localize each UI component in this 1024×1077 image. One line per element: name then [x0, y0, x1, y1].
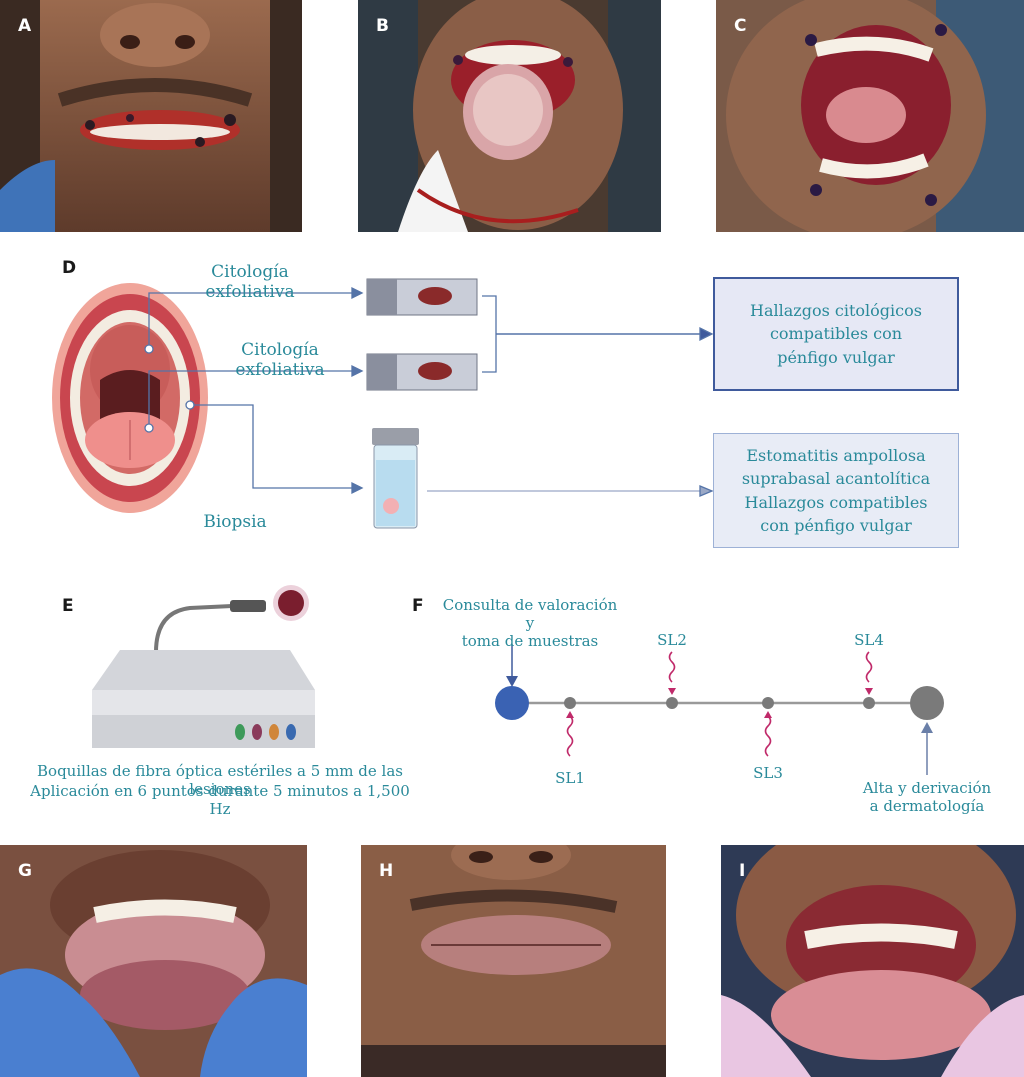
timeline-start-label-line: toma de muestras [461, 632, 599, 650]
panel-label-f: F [412, 596, 424, 616]
treatment-timeline [506, 644, 933, 775]
timeline-node-sl2 [666, 697, 678, 709]
photo-a-image [0, 0, 302, 232]
cytology-slide-2 [366, 353, 478, 391]
photo-h-image [361, 845, 666, 1077]
timeline-start-label-line: Consulta de valoración y [442, 596, 618, 632]
cytology-result-line: Hallazgos citológicos [750, 301, 922, 321]
laser-wave-icon [865, 651, 873, 683]
photo-a: A [0, 0, 302, 232]
panel-label-d: D [62, 258, 77, 278]
timeline-start-node [495, 686, 529, 720]
laser-wave-icon [566, 715, 574, 757]
panel-label-b: B [376, 16, 389, 36]
timeline-end-label: Alta y derivación a dermatología [852, 779, 1002, 815]
laser-wave-icon [764, 715, 772, 757]
photo-h: H [361, 845, 666, 1077]
timeline-node-sl3 [762, 697, 774, 709]
panel-label-e: E [62, 596, 74, 616]
cytology-result-line: pénfigo vulgar [777, 347, 895, 367]
cytology-label-1: Citología exfoliativa [205, 262, 295, 303]
biopsy-vial [372, 428, 419, 529]
timeline-start-label: Consulta de valoración y toma de muestra… [440, 596, 620, 650]
panel-label-a: A [18, 16, 32, 36]
cytology-result-box: Hallazgos citológicos compatibles con pé… [713, 277, 959, 391]
biopsy-label: Biopsia [203, 512, 267, 532]
cytology-result-line: compatibles con [769, 324, 903, 344]
diagram-d-connectors [144, 286, 714, 497]
laser-wave-icon [668, 651, 676, 683]
timeline-node-sl1 [564, 697, 576, 709]
cytology-slide-1 [366, 278, 478, 316]
biopsy-result-line: con pénfigo vulgar [760, 515, 912, 535]
photo-c: C [716, 0, 1024, 232]
session-label-sl4: SL4 [854, 631, 884, 649]
photo-g: G [0, 845, 307, 1077]
cytology-label-2: Citología exfoliativa [235, 340, 325, 381]
photo-b: B [358, 0, 661, 232]
panel-label-i: I [739, 861, 746, 881]
panel-label-h: H [379, 861, 394, 881]
laser-wave-icons [566, 651, 873, 757]
timeline-end-node [910, 686, 944, 720]
panel-label-c: C [734, 16, 747, 36]
photo-c-image [716, 0, 1024, 232]
photo-g-image [0, 845, 307, 1077]
biopsy-result-line: Hallazgos compatibles [744, 492, 928, 512]
timeline-node-sl4 [863, 697, 875, 709]
biopsy-result-line: suprabasal acantolítica [741, 469, 931, 489]
timeline-end-label-line: a dermatología [869, 797, 985, 815]
laser-caption-line2: Aplicación en 6 puntos durante 5 minutos… [30, 782, 410, 818]
panel-label-g: G [18, 861, 32, 881]
photo-b-image [358, 0, 661, 232]
biopsy-result-line: Estomatitis ampollosa [746, 446, 926, 466]
timeline-end-label-line: Alta y derivación [862, 779, 992, 797]
open-mouth-illustration [52, 283, 208, 513]
laser-device-illustration [92, 585, 315, 748]
biopsy-result-box: Estomatitis ampollosa suprabasal acantol… [713, 433, 959, 548]
photo-i: I [721, 845, 1024, 1077]
session-label-sl1: SL1 [555, 769, 585, 787]
session-label-sl3: SL3 [753, 764, 783, 782]
photo-i-image [721, 845, 1024, 1077]
laser-caption-line1: Boquillas de fibra óptica estériles a 5 … [37, 762, 403, 798]
session-label-sl2: SL2 [657, 631, 687, 649]
